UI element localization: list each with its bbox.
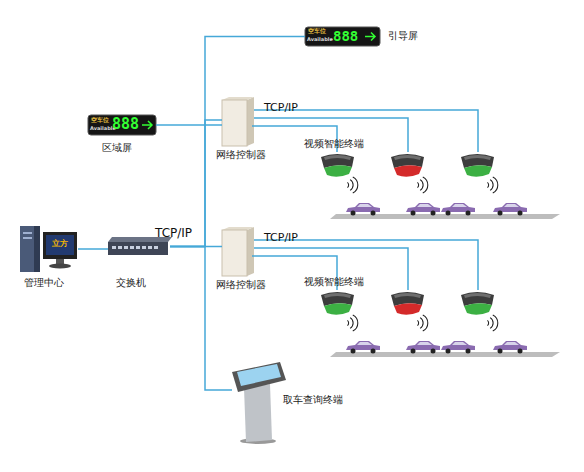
node-label: 网络控制器 xyxy=(216,279,266,291)
screen-text: 空车位 xyxy=(91,117,109,123)
video-terminal xyxy=(391,292,424,315)
network-link xyxy=(170,37,305,247)
video-terminal xyxy=(321,154,354,177)
signal-waves xyxy=(347,177,357,193)
car xyxy=(406,203,440,216)
switch-port xyxy=(112,246,116,249)
node-label: 引导屏 xyxy=(388,30,418,42)
network-wire xyxy=(252,110,478,152)
cabinet-front xyxy=(222,100,247,146)
monitor-frame xyxy=(43,232,77,259)
car xyxy=(406,341,440,354)
switch-front xyxy=(108,242,168,255)
signal-waves xyxy=(417,315,427,331)
cabinet-front xyxy=(222,230,247,276)
link-label: TCP/IP xyxy=(264,232,298,243)
monitor-screen xyxy=(46,235,74,255)
switch-port xyxy=(136,246,140,249)
parking-floor xyxy=(330,352,560,357)
management-center: 管理中心 xyxy=(18,224,78,274)
network-link xyxy=(170,247,232,391)
network-controller: 网络控制器 xyxy=(222,228,252,275)
video-terminal xyxy=(321,292,354,315)
pc-drive xyxy=(23,237,32,239)
video-terminal xyxy=(461,292,494,315)
network-wire xyxy=(252,240,478,290)
monitor-base xyxy=(49,264,71,269)
network-link xyxy=(156,124,222,126)
signal-waves xyxy=(347,315,357,331)
query-kiosk: 取车查询终端 xyxy=(232,362,286,442)
car xyxy=(493,203,527,216)
switch-port xyxy=(130,246,134,249)
screen-text: 888 xyxy=(112,117,139,132)
switch-port xyxy=(142,246,146,249)
node-label: 视频智能终端 xyxy=(304,276,364,288)
node-label: 交换机 xyxy=(116,277,146,289)
car xyxy=(441,341,475,354)
screen-text: 空车位 xyxy=(308,28,326,34)
node-label: 区域屏 xyxy=(102,142,132,154)
video-terminal xyxy=(391,154,424,177)
node-label: 网络控制器 xyxy=(216,149,266,161)
led-arrow xyxy=(142,121,152,129)
link-label: TCP/IP xyxy=(155,227,192,239)
brand-logo: 立方 xyxy=(52,240,68,248)
kiosk-head xyxy=(232,362,286,392)
kiosk-screen xyxy=(237,364,281,386)
car xyxy=(346,341,380,354)
pc-tower-side xyxy=(34,226,40,272)
network-wire xyxy=(252,118,408,152)
screen-text: Available xyxy=(307,37,333,42)
led-screen xyxy=(305,27,380,46)
screen-text: Available xyxy=(90,126,116,131)
car xyxy=(441,203,475,216)
signal-waves xyxy=(487,177,497,193)
cabinet-side xyxy=(247,227,254,276)
car xyxy=(493,341,527,354)
switch-port xyxy=(154,246,158,249)
video-terminal: 视频智能终端 xyxy=(318,152,356,180)
link-label: TCP/IP xyxy=(264,102,298,113)
node-label: 视频智能终端 xyxy=(304,138,364,150)
network-switch: 交换机 xyxy=(108,237,170,256)
switch-port xyxy=(124,246,128,249)
led-screen xyxy=(88,115,156,135)
video-terminal xyxy=(461,154,494,177)
switch-port xyxy=(148,246,152,249)
cabinet-side xyxy=(247,97,254,146)
car xyxy=(346,203,380,216)
network-wire xyxy=(252,248,408,290)
screen-text: 888 xyxy=(333,29,358,43)
network-link xyxy=(78,248,108,250)
led-arrow xyxy=(365,33,375,41)
video-terminal: 视频智能终端 xyxy=(318,290,356,318)
monitor-stand xyxy=(56,259,64,264)
parking-floor xyxy=(330,214,560,219)
network-controller: 网络控制器 xyxy=(222,98,252,145)
pc-tower xyxy=(20,226,40,272)
node-label: 管理中心 xyxy=(24,277,64,289)
signal-waves xyxy=(487,315,497,331)
node-label: 取车查询终端 xyxy=(283,394,343,406)
kiosk-pedestal xyxy=(244,384,272,442)
switch-port xyxy=(118,246,122,249)
pc-drive xyxy=(23,232,32,234)
signal-waves xyxy=(417,177,427,193)
